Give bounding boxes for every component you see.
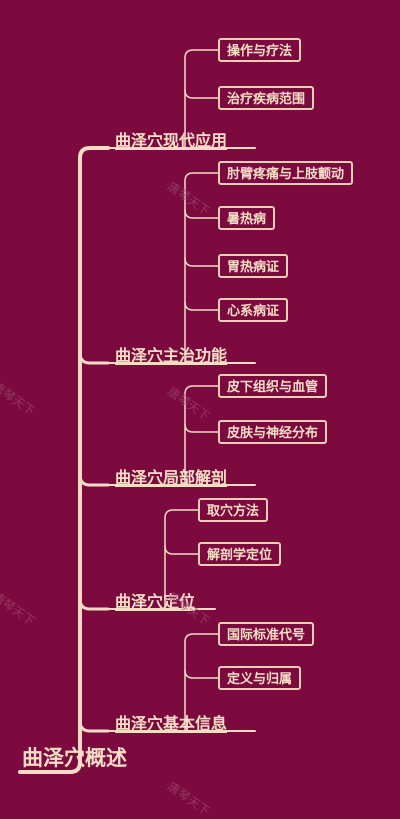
branch-node[interactable]: 曲泽穴基本信息 [115,714,228,733]
connector-line [184,301,219,311]
leaf-node[interactable]: 操作与疗法 [218,38,302,62]
connector-line [184,172,219,364]
connector-line [184,669,219,679]
leaf-node[interactable]: 暑热病 [218,206,276,230]
connector-line [184,49,219,149]
leaf-node[interactable]: 肘臂疼痛与上肢颤动 [218,161,354,185]
leaf-node[interactable]: 心系病证 [218,298,289,322]
connector-line [164,545,199,555]
branch-node[interactable]: 曲泽穴现代应用 [115,131,228,150]
leaf-node[interactable]: 取穴方法 [198,498,269,522]
connector-line [78,719,110,733]
connector-line [78,473,110,487]
leaf-node[interactable]: 治疗疾病范围 [218,86,315,110]
connector-line [184,89,219,99]
connector-line [184,633,219,732]
connector-line [184,423,219,433]
leaf-node[interactable]: 解剖学定位 [198,542,282,566]
leaf-node[interactable]: 皮下组织与血管 [218,374,328,398]
leaf-node[interactable]: 国际标准代号 [218,622,315,646]
branch-node[interactable]: 曲泽穴定位 [115,592,196,611]
connector-line [184,209,219,219]
leaf-node[interactable]: 皮肤与神经分布 [218,420,328,444]
connector-line [78,351,110,365]
connector-line [18,146,110,774]
leaf-node[interactable]: 胃热病证 [218,254,289,278]
connector-line [78,597,110,611]
connector-line [164,509,199,610]
connector-line [184,257,219,267]
branch-node[interactable]: 曲泽穴主治功能 [115,346,228,365]
root-node[interactable]: 曲泽穴概述 [22,745,127,770]
connector-line [184,385,219,486]
branch-node[interactable]: 曲泽穴局部解剖 [115,468,228,487]
leaf-node[interactable]: 定义与归属 [218,666,302,690]
